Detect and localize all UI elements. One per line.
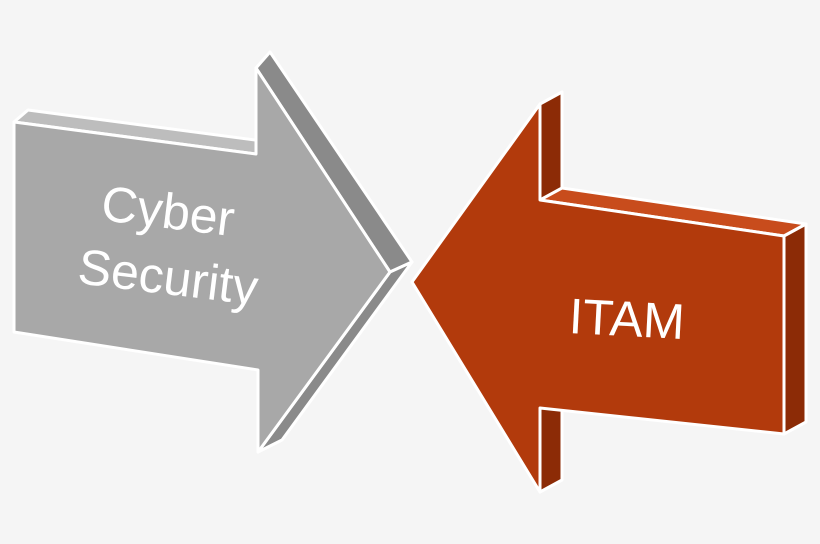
itam-arrow-head-side bbox=[538, 90, 564, 202]
cyber-security-arrow: Cyber Security bbox=[12, 50, 414, 454]
itam-arrow-head-bottom bbox=[538, 396, 564, 494]
itam-arrow-end-face bbox=[782, 222, 808, 436]
itam-arrow: ITAM bbox=[410, 90, 808, 494]
itam-label: ITAM bbox=[568, 288, 687, 350]
itam-arrow-face bbox=[410, 102, 786, 494]
cyber-security-arrow-face bbox=[12, 66, 392, 454]
